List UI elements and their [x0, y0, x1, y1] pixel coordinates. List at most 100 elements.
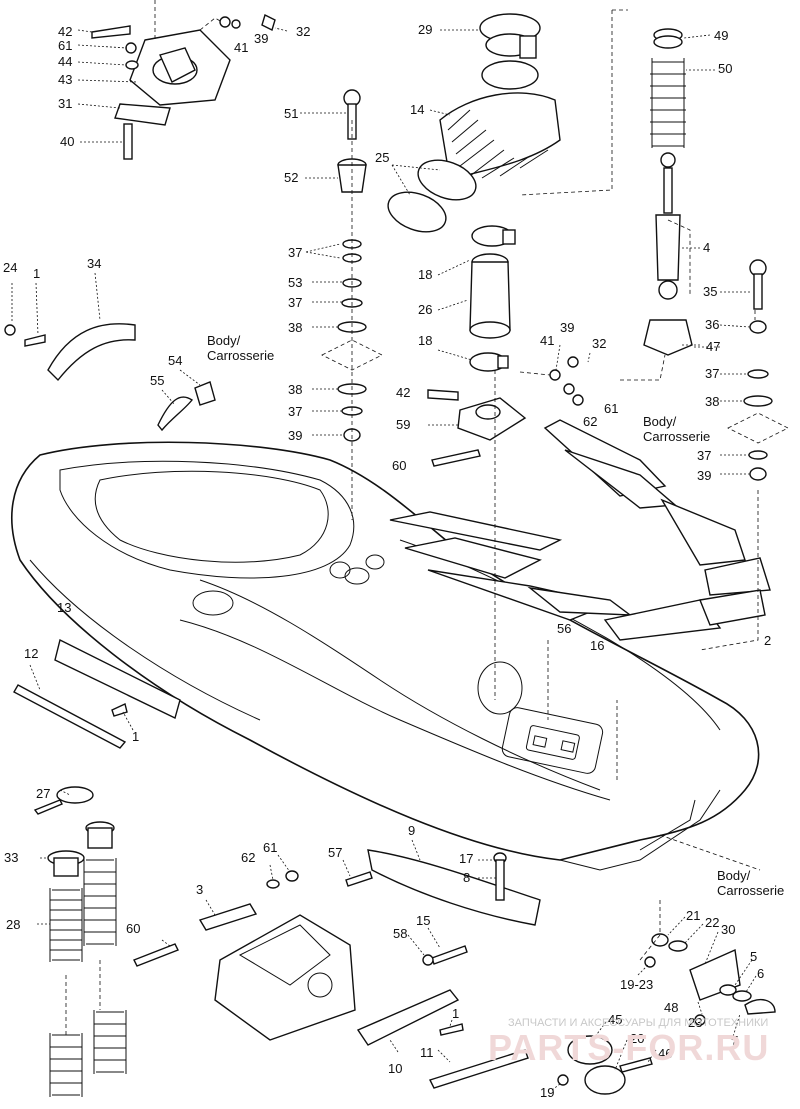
part-label: 4	[703, 240, 710, 255]
leader-lines	[11, 0, 761, 1091]
body-note-bottom-line1: Body/	[717, 868, 751, 883]
part-label: 56	[557, 621, 571, 636]
part-label: 24	[3, 260, 17, 275]
part-label: 15	[416, 913, 430, 928]
body-note-right: Body/ Carrosserie	[643, 414, 710, 444]
part-label: 34	[87, 256, 101, 271]
part-label: 41	[234, 40, 248, 55]
part-label: 62	[583, 414, 597, 429]
part-label: 37	[288, 404, 302, 419]
part-label: 28	[6, 917, 20, 932]
part-label: 47	[706, 339, 720, 354]
part-label: 58	[393, 926, 407, 941]
part-label: 30	[721, 922, 735, 937]
part-label: 36	[705, 317, 719, 332]
part-label: 49	[714, 28, 728, 43]
part-label: 8	[463, 870, 470, 885]
part-label: 3	[196, 882, 203, 897]
part-label: 61	[58, 38, 72, 53]
part-label: 31	[58, 96, 72, 111]
body-note-top: Body/ Carrosserie	[207, 333, 274, 363]
part-label: 16	[590, 638, 604, 653]
part-label: 1	[132, 729, 139, 744]
part-label: 42	[58, 24, 72, 39]
part-label: 12	[24, 646, 38, 661]
lower-middle-parts	[345, 849, 541, 1089]
part-label: 46	[658, 1046, 672, 1061]
part-label: 52	[284, 170, 298, 185]
body-note-right-line1: Body/	[643, 414, 677, 429]
part-label: 1	[452, 1006, 459, 1021]
part-label: 10	[388, 1061, 402, 1076]
part-label: 5	[750, 949, 757, 964]
hull-body	[11, 441, 760, 871]
part-label: 55	[150, 373, 164, 388]
shock-spring-assembly	[643, 28, 693, 356]
part-label: 35	[703, 284, 717, 299]
pedestal-assembly	[133, 870, 356, 1041]
part-label: 37	[288, 245, 302, 260]
part-label: 2	[764, 633, 771, 648]
part-label: 25	[375, 150, 389, 165]
part-label: 39	[560, 320, 574, 335]
body-note-bottom: Body/ Carrosserie	[717, 868, 784, 898]
part-label: 19	[540, 1085, 554, 1100]
part-label: 57	[328, 845, 342, 860]
part-label: 32	[592, 336, 606, 351]
part-label: 50	[718, 61, 732, 76]
part-label: 22	[705, 915, 719, 930]
part-label: 7	[731, 1033, 738, 1048]
part-label: 60	[392, 458, 406, 473]
part-label: 29	[418, 22, 432, 37]
watermark-caption: ЗАПЧАСТИ И АКСЕССУАРЫ ДЛЯ МОТОТЕХНИКИ	[508, 1017, 768, 1029]
part-label: 54	[168, 353, 182, 368]
part-label: 41	[540, 333, 554, 348]
part-label: 1	[33, 266, 40, 281]
deck-mats	[389, 419, 771, 641]
part-label: 18	[418, 267, 432, 282]
part-label: 61	[604, 401, 618, 416]
part-label: 33	[4, 850, 18, 865]
part-label: 38	[288, 320, 302, 335]
right-mount-stack	[727, 259, 789, 481]
lower-right-parts	[557, 933, 776, 1095]
body-note-bottom-line2: Carrosserie	[717, 883, 784, 898]
part-label: 37	[697, 448, 711, 463]
part-label: 43	[58, 72, 72, 87]
part-label: 37	[288, 295, 302, 310]
part-label: 42	[396, 385, 410, 400]
handlebar-support-assembly	[91, 14, 276, 160]
part-label: 39	[697, 468, 711, 483]
part-label: 19-23	[620, 977, 653, 992]
part-label: 38	[705, 394, 719, 409]
part-label: 37	[705, 366, 719, 381]
part-labels: 42 61 44 43 31 40 32 39 41 29 14 25 49 5…	[3, 22, 771, 1100]
body-note-top-line1: Body/	[207, 333, 241, 348]
left-small-parts	[4, 323, 216, 432]
part-label: 53	[288, 275, 302, 290]
part-label: 38	[288, 382, 302, 397]
part-label: 48	[664, 1000, 678, 1015]
lower-left-parts	[13, 638, 181, 1097]
part-label: 39	[288, 428, 302, 443]
part-label: 18	[418, 333, 432, 348]
part-label: 9	[408, 823, 415, 838]
part-label: 39	[254, 31, 268, 46]
watermark-brand: PARTS-FOR.RU	[488, 1027, 769, 1068]
part-label: 20	[630, 1031, 644, 1046]
air-duct-assembly	[387, 13, 561, 233]
part-label: 6	[757, 966, 764, 981]
part-label: 17	[459, 851, 473, 866]
part-label: 32	[296, 24, 310, 39]
part-label: 21	[686, 908, 700, 923]
part-label: 23	[688, 1015, 702, 1030]
coupler-assembly	[427, 225, 584, 467]
part-label: 51	[284, 106, 298, 121]
part-label: 11	[420, 1045, 434, 1060]
part-label: 60	[126, 921, 140, 936]
part-label: 59	[396, 417, 410, 432]
body-note-top-line2: Carrosserie	[207, 348, 274, 363]
part-label: 14	[410, 102, 424, 117]
part-label: 61	[263, 840, 277, 855]
